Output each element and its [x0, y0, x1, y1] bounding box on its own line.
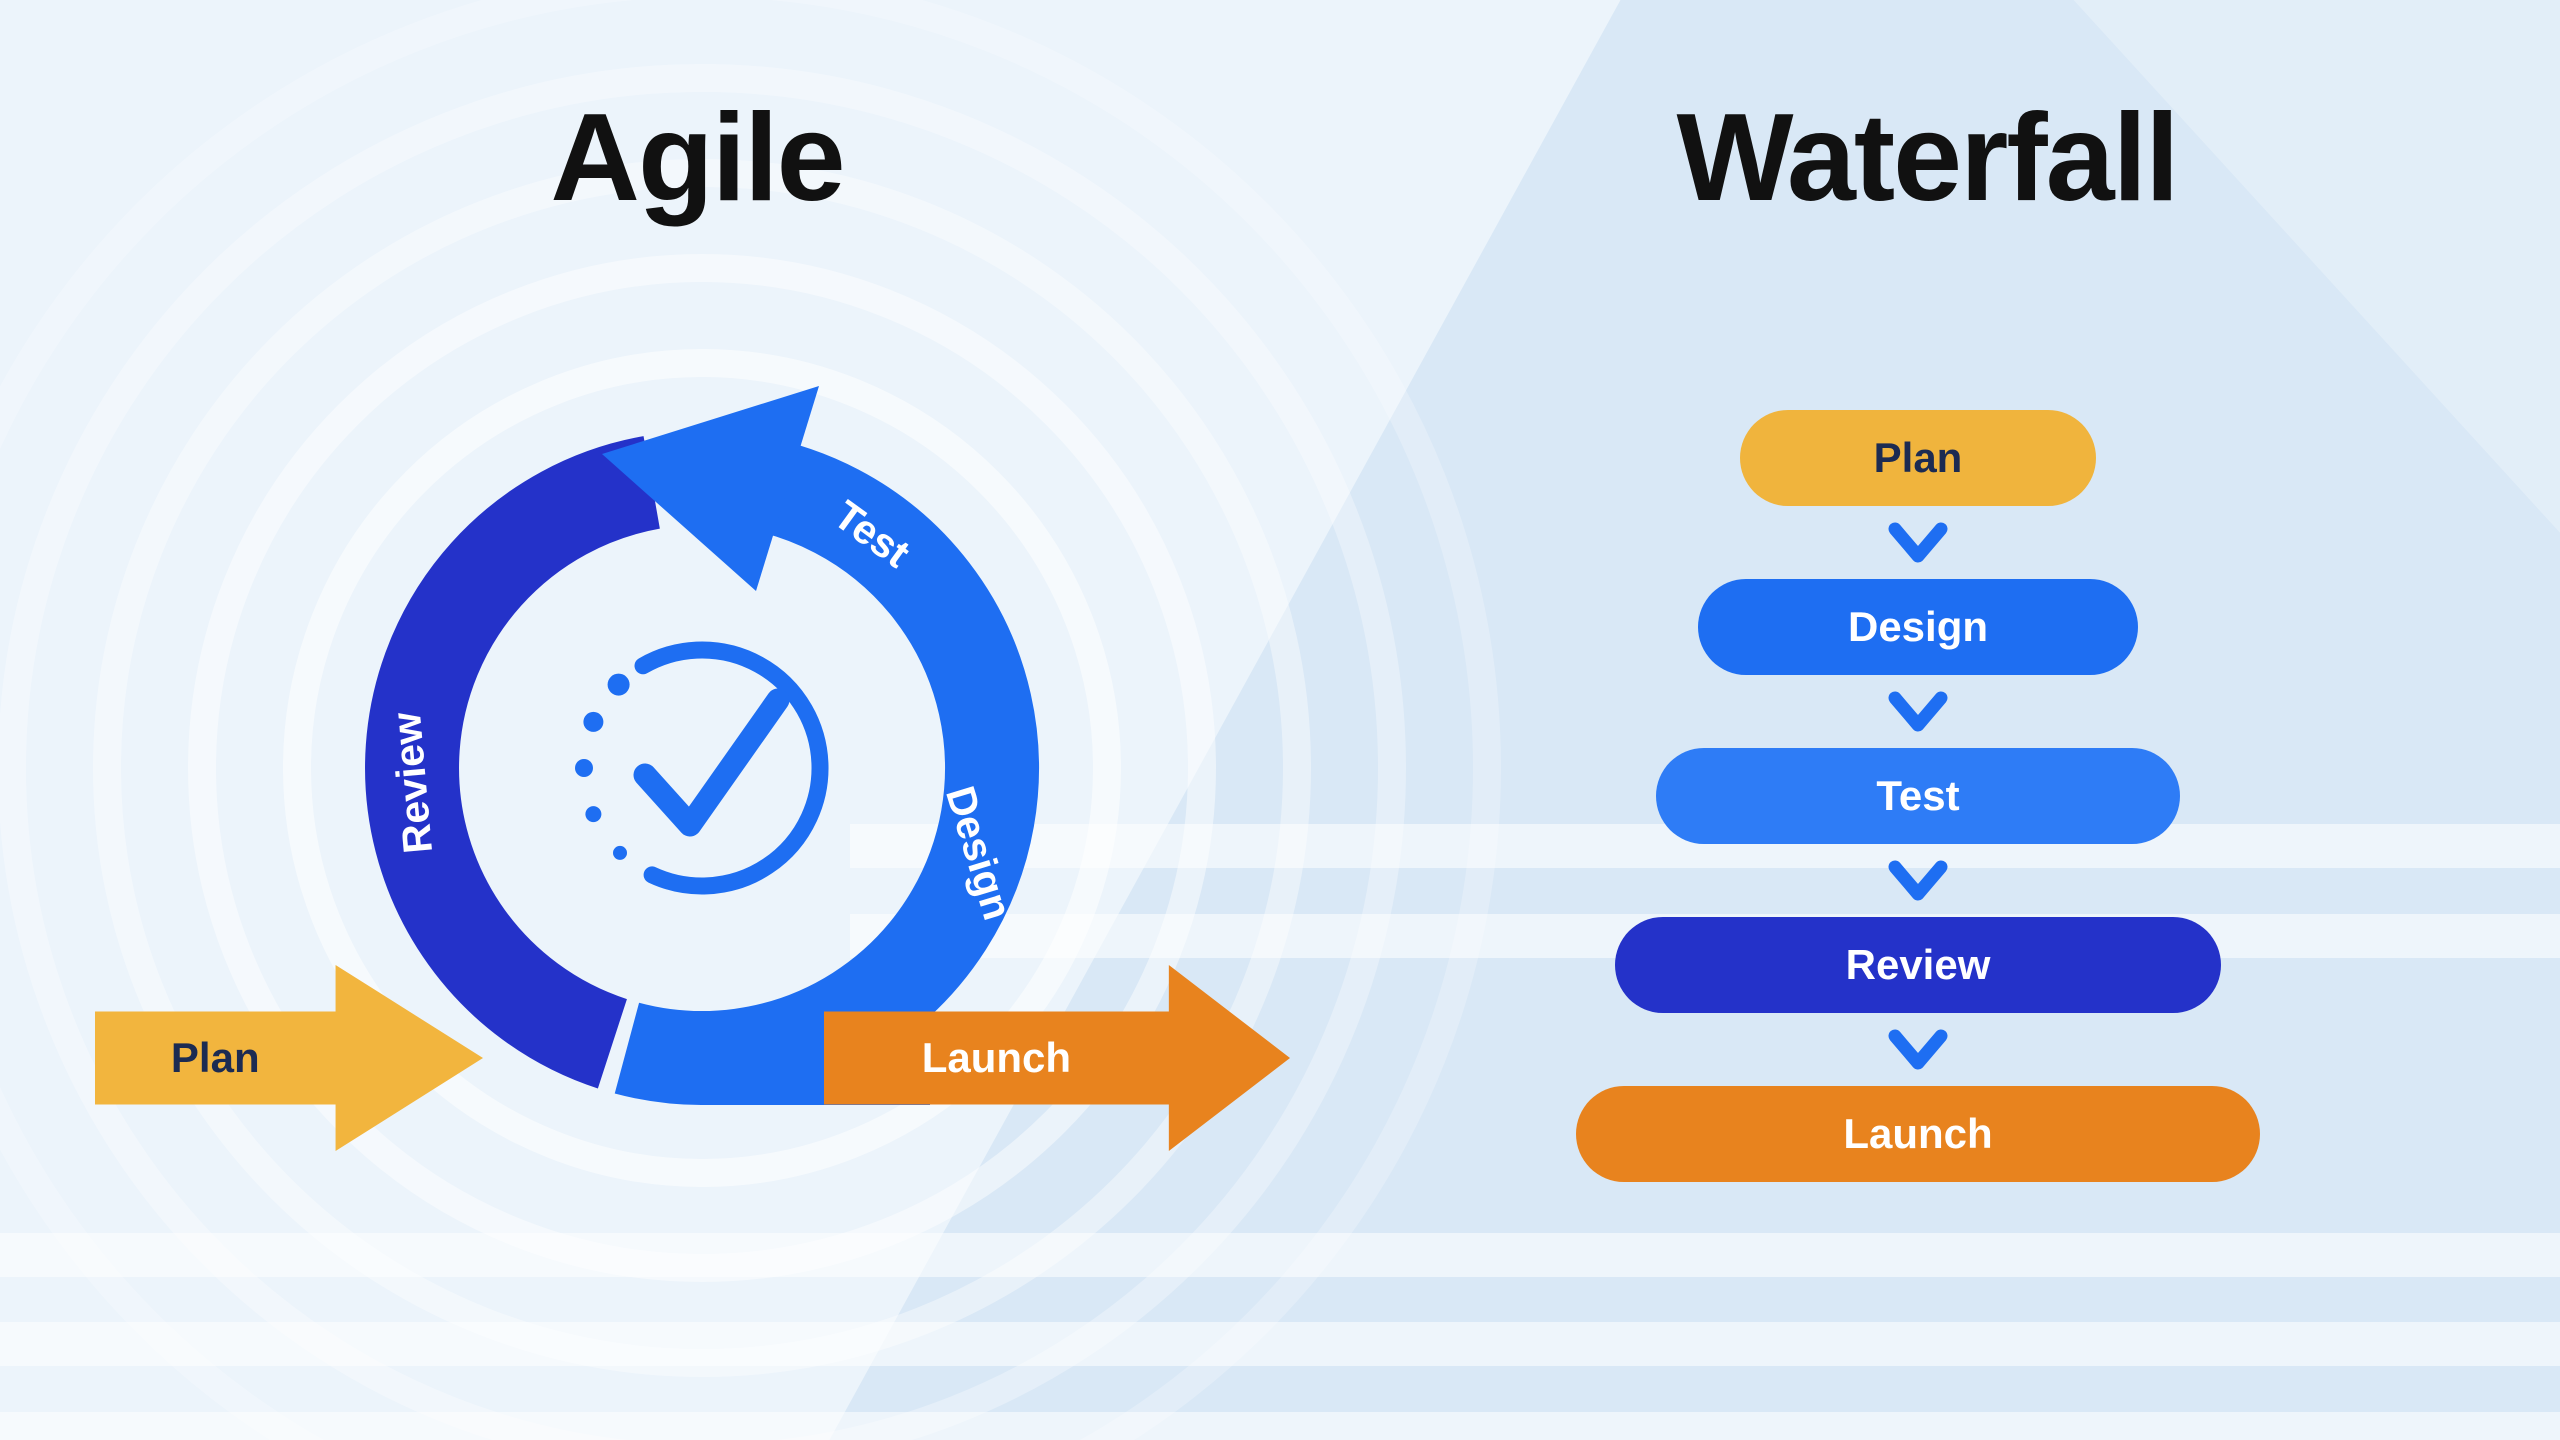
check-circle-icon	[575, 641, 829, 895]
stage-label: Launch	[1843, 1110, 1993, 1157]
cycle-arrowhead-icon	[602, 386, 819, 591]
waterfall-flow: Plan Design Test Review	[1518, 410, 2318, 1182]
chevron-down-icon	[1887, 675, 1949, 748]
chevron-down-icon	[1887, 1013, 1949, 1086]
waterfall-stage-review: Review	[1615, 917, 2221, 1013]
stage-label: Design	[1847, 603, 1989, 650]
stage-label: Review	[1845, 941, 1991, 988]
agile-review-arc	[365, 436, 661, 1089]
launch-arrow-label: Launch	[921, 1034, 1072, 1081]
bg-stripe	[0, 1412, 2560, 1440]
bg-stripe	[0, 1322, 2560, 1366]
agile-title: Agile	[550, 89, 845, 227]
agile-cycle-diagram: Test Design Review	[283, 349, 1121, 1187]
agile-test-design-arc	[614, 432, 1039, 1105]
waterfall-stage-launch: Launch	[1576, 1086, 2260, 1182]
waterfall-title: Waterfall	[1676, 89, 2179, 227]
stage-label: Test	[1876, 772, 1960, 819]
progress-dots-icon	[575, 673, 630, 860]
chevron-down-icon	[1887, 506, 1949, 579]
bg-stripe	[0, 1233, 2560, 1277]
waterfall-stage-plan: Plan	[1740, 410, 2096, 506]
chevron-down-icon	[1887, 844, 1949, 917]
waterfall-stage-design: Design	[1698, 579, 2138, 675]
plan-arrow-label: Plan	[170, 1034, 260, 1081]
stage-label: Plan	[1873, 434, 1963, 481]
waterfall-stage-test: Test	[1656, 748, 2180, 844]
concentric-rings-decoration	[283, 349, 1121, 1187]
